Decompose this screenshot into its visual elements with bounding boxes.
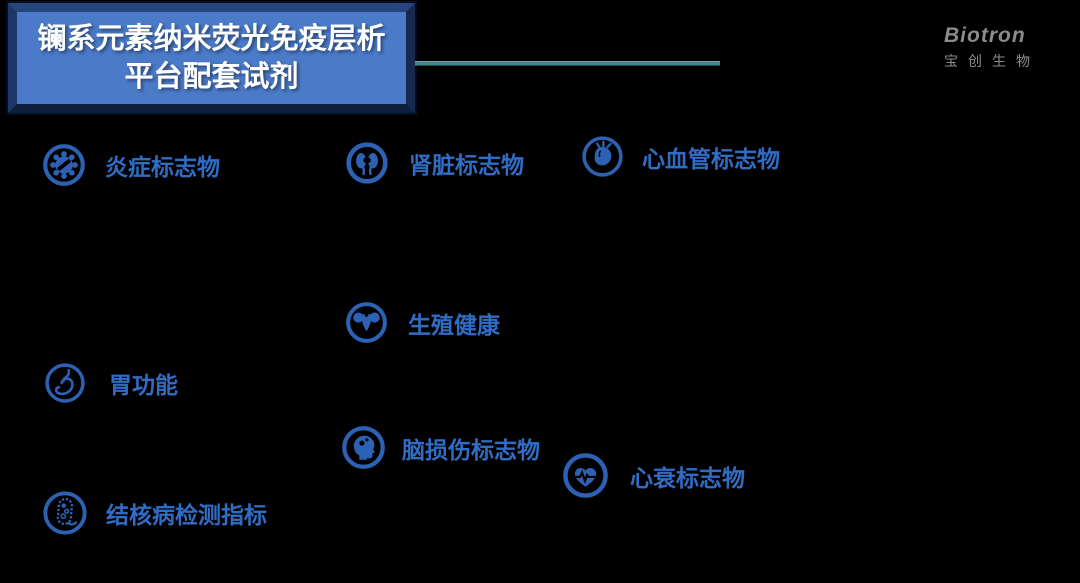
item-label: 结核病检测指标 (106, 502, 267, 528)
item-reproductive: 生殖健康 (345, 301, 500, 344)
item-label: 生殖健康 (408, 311, 500, 338)
tb-bacteria-icon (43, 491, 87, 535)
uterus-icon (346, 302, 387, 343)
item-heart-failure: 心衰标志物 (562, 452, 745, 499)
item-kidney: 肾脏标志物 (345, 141, 524, 185)
item-tuberculosis: 结核病检测指标 (42, 490, 267, 536)
anatomical-heart-icon (582, 136, 623, 177)
divider-line (415, 61, 720, 66)
title-line-1: 镧系元素纳米荧光免疫层析 (37, 22, 386, 55)
germ-icon (43, 144, 85, 186)
item-gastric: 胃功能 (44, 362, 178, 404)
item-label: 胃功能 (109, 372, 178, 398)
stomach-icon (45, 363, 85, 403)
item-label: 心血管标志物 (642, 145, 780, 172)
head-brain-icon (342, 426, 385, 469)
item-inflammation: 炎症标志物 (42, 143, 220, 187)
item-label: 炎症标志物 (105, 154, 220, 180)
brand-name: Biotron (944, 24, 1026, 47)
item-brain-injury: 脑损伤标志物 (341, 425, 540, 470)
kidneys-icon (346, 142, 388, 184)
item-cardiovascular: 心血管标志物 (581, 135, 780, 178)
brand-name-chinese: 宝创生物 (944, 53, 1040, 69)
item-label: 心衰标志物 (630, 464, 745, 491)
brand-logo: Biotron 宝创生物 (944, 24, 1040, 71)
item-label: 脑损伤标志物 (402, 436, 540, 463)
item-label: 肾脏标志物 (409, 152, 524, 178)
title-box: 镧系元素纳米荧光免疫层析 平台配套试剂 (8, 3, 415, 113)
heart-ecg-icon (563, 453, 608, 498)
title-line-2: 平台配套试剂 (124, 61, 299, 93)
